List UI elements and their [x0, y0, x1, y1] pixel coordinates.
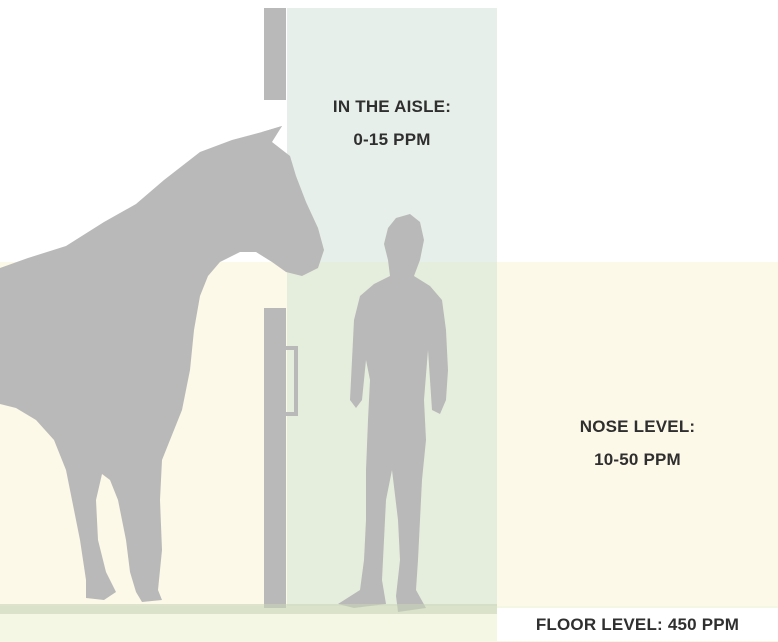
- floor-level-label: FLOOR LEVEL: 450 PPM: [497, 608, 778, 641]
- aisle-label-line2: 0-15 PPM: [287, 123, 497, 156]
- nose-level-label: NOSE LEVEL: 10-50 PPM: [497, 410, 778, 476]
- aisle-label-line1: IN THE AISLE:: [287, 90, 497, 123]
- floor-band: [0, 604, 497, 614]
- door-handle: [286, 348, 296, 414]
- stall-post-upper: [264, 8, 286, 100]
- stall-post-lower: [264, 308, 286, 608]
- person-silhouette: [338, 214, 448, 612]
- nose-label-line1: NOSE LEVEL:: [497, 410, 778, 443]
- floor-label-text: FLOOR LEVEL: 450 PPM: [497, 608, 778, 641]
- aisle-label: IN THE AISLE: 0-15 PPM: [287, 90, 497, 156]
- nose-label-line2: 10-50 PPM: [497, 443, 778, 476]
